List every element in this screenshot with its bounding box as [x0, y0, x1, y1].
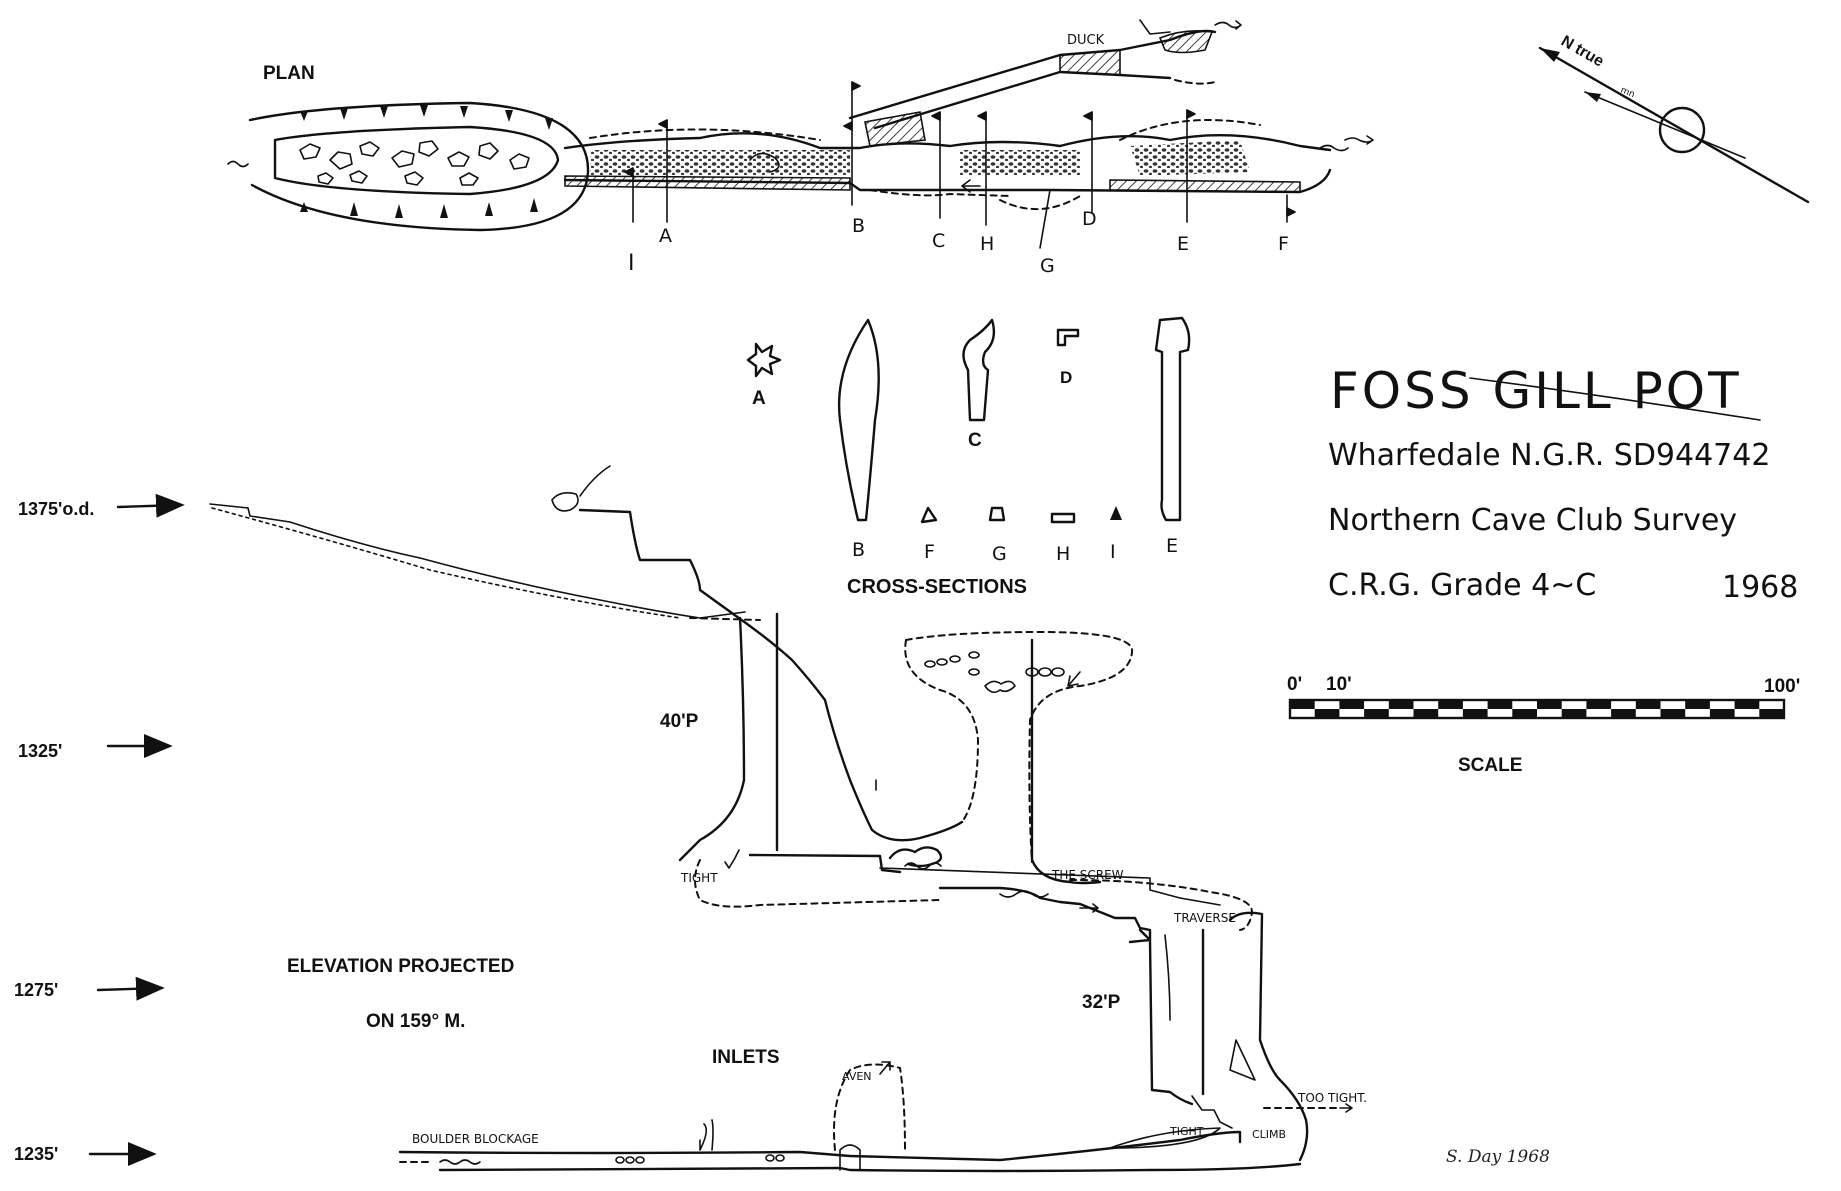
cross-section-label-f: F: [924, 541, 935, 563]
climb-label: CLIMB: [1252, 1128, 1286, 1141]
section-letter-i: I: [628, 251, 635, 276]
scale-cell: [1734, 700, 1760, 709]
too-tight-label: TOO TIGHT.: [1297, 1091, 1367, 1105]
cross-section-e-shape: [1154, 316, 1191, 522]
the-screw-label: THE SCREW: [1051, 868, 1124, 882]
scale-cell: [1339, 700, 1365, 709]
cross-section-label-a: A: [752, 388, 766, 409]
scale-bar: 0' 10' 100' SCALE: [1287, 674, 1800, 776]
scale-cell: [1462, 709, 1488, 718]
magnetic-north-label: mn: [1619, 86, 1636, 101]
cross-sections-heading: CROSS-SECTIONS: [847, 576, 1027, 598]
scale-cell: [1537, 700, 1562, 709]
cross-section-d-shape: [1056, 328, 1080, 347]
scale-cell: [1685, 700, 1710, 709]
north-arrow: N true mn: [1538, 33, 1810, 204]
section-letter-f: F: [1278, 233, 1289, 255]
section-letter-a: A: [659, 225, 672, 247]
cross-section-a-shape: [746, 342, 782, 378]
survey-year: 1968: [1722, 570, 1798, 605]
section-marks: [624, 81, 1296, 249]
scale-cell: [1487, 700, 1513, 709]
section-letter-b: B: [852, 215, 865, 237]
elevation-title-line-1: ELEVATION PROJECTED: [287, 956, 514, 977]
level-1235: 1235': [14, 1144, 58, 1164]
aven-label: AVEN: [842, 1070, 872, 1083]
scale-cell: [1611, 709, 1636, 718]
duck-branch: DUCK: [848, 19, 1242, 130]
scale-cell: [1660, 709, 1686, 718]
duck-label: DUCK: [1067, 33, 1105, 48]
section-letter-g: G: [1040, 255, 1055, 277]
cross-section-label-e: E: [1166, 535, 1178, 557]
scale-cell: [1512, 709, 1537, 718]
scale-tick-10: 10': [1326, 674, 1352, 695]
boulder-blockage-label: BOULDER BLOCKAGE: [412, 1132, 539, 1146]
survey-title: FOSS GILL POT: [1330, 362, 1742, 420]
title-line-1: Wharfedale N.G.R. SD944742: [1328, 438, 1770, 473]
section-letter-e: E: [1177, 233, 1189, 255]
scale-cell: [1438, 700, 1463, 709]
section-letter-c: C: [932, 230, 945, 252]
tight-label-upper: TIGHT: [680, 871, 718, 885]
level-1325: 1325': [18, 741, 62, 761]
pitch-40-label: 40'P: [660, 711, 699, 732]
scale-cell: [1364, 709, 1389, 718]
title-block: FOSS GILL POT Wharfedale N.G.R. SD944742…: [1328, 362, 1798, 605]
tight-label-lower: TIGHT: [1169, 1125, 1204, 1138]
cross-section-f-shape: [920, 506, 938, 524]
scale-tick-100: 100': [1764, 676, 1800, 697]
scale-cell: [1586, 700, 1612, 709]
cross-sections: A D C B F G H I E CROSS-SECTIONS: [746, 316, 1191, 598]
scale-cell: [1314, 709, 1340, 718]
scale-cell: [1759, 709, 1784, 718]
compass-circle: [1658, 106, 1706, 154]
inlets-label: INLETS: [712, 1047, 780, 1068]
surveyor-signature: S. Day 1968: [1446, 1147, 1550, 1167]
elevation-view: 40'P TIGHT THE SCREW TRAVERSE: [209, 465, 1367, 1173]
traverse-label: TRAVERSE: [1173, 911, 1236, 925]
scale-cell: [1413, 709, 1439, 718]
level-markers: 1375'o.d. 1325' 1275' 1235': [14, 493, 185, 1166]
section-letters: I A B C H G D E F: [628, 208, 1289, 277]
main-passage: [563, 111, 1374, 210]
scale-cell: [1290, 700, 1315, 709]
cross-section-g-shape: [988, 506, 1006, 522]
cross-section-i-shape: [1110, 506, 1122, 520]
scale-cell: [1388, 700, 1414, 709]
cross-section-h-shape: [1050, 512, 1076, 524]
plan-label: PLAN: [263, 63, 315, 84]
cross-section-label-d: D: [1060, 368, 1072, 387]
cross-section-b-shape: [837, 318, 880, 522]
scale-cells: [1290, 700, 1784, 718]
cross-section-label-b: B: [852, 539, 865, 561]
title-line-3: C.R.G. Grade 4~C: [1328, 568, 1596, 603]
level-1375: 1375'o.d.: [18, 499, 94, 519]
north-true-label: N true: [1558, 33, 1607, 71]
boulder-chamber: [227, 101, 590, 232]
elevation-title-line-2: ON 159° M.: [366, 1011, 465, 1032]
scale-cell: [1561, 709, 1587, 718]
scale-tick-0: 0': [1287, 674, 1302, 695]
section-letter-h: H: [980, 233, 994, 255]
cross-section-label-h: H: [1056, 543, 1070, 565]
cross-section-label-i: I: [1110, 541, 1116, 563]
plan-view: PLAN: [227, 19, 1374, 277]
title-line-2: Northern Cave Club Survey: [1328, 503, 1737, 538]
cross-section-label-c: C: [968, 430, 982, 451]
cross-section-label-g: G: [992, 543, 1007, 565]
level-1275: 1275': [14, 980, 58, 1000]
scale-cell: [1635, 700, 1661, 709]
scale-cell: [1709, 709, 1735, 718]
section-letter-d: D: [1082, 208, 1097, 230]
pitch-32-label: 32'P: [1082, 992, 1121, 1013]
cross-section-c-shape: [962, 318, 996, 422]
scale-label: SCALE: [1458, 755, 1522, 776]
